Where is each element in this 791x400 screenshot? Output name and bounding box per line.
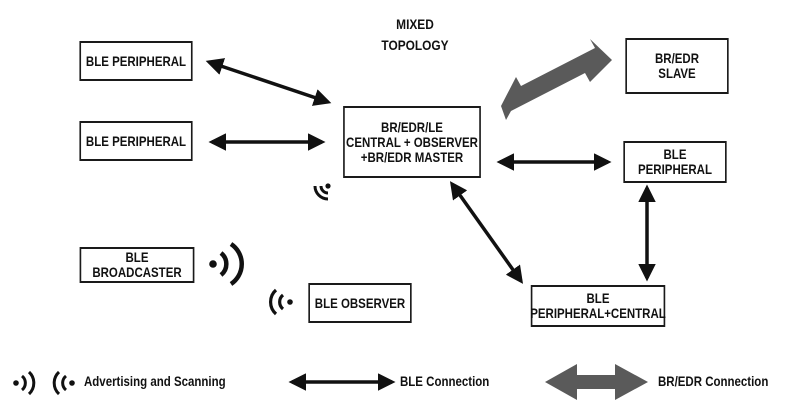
legend-scanning-icon: [52, 370, 75, 396]
node-ble-peripheral-mid: BLE PERIPHERAL: [79, 121, 193, 161]
node-central-observer-master: BR/EDR/LE CENTRAL + OBSERVER +BR/EDR MAS…: [343, 106, 481, 178]
legend-ble-connection-label: BLE Connection: [400, 373, 490, 389]
node-label-line-3: +BR/EDR MASTER: [360, 148, 464, 165]
legend-advertising-label: Advertising and Scanning: [84, 373, 226, 389]
scanning-signal-icon: [269, 288, 293, 316]
legend-broadcast-icon: [13, 370, 36, 396]
node-ble-peripheral-right: BLE PERIPHERAL: [623, 141, 727, 183]
diagram-title: MIXED TOPOLOGY: [364, 14, 466, 56]
node-label: BLE BROADCASTER: [92, 249, 182, 280]
node-label-line-2: PERIPHERAL+CENTRAL: [530, 305, 666, 321]
node-ble-observer: BLE OBSERVER: [308, 283, 412, 323]
node-ble-peripheral-top: BLE PERIPHERAL: [79, 41, 193, 81]
ble-connection-central-peripheral-central: [449, 181, 524, 284]
node-ble-broadcaster: BLE BROADCASTER: [79, 247, 195, 283]
legend-br-edr-connection-arrow: [545, 364, 648, 400]
node-label-line-1: BR/EDR: [654, 50, 699, 66]
ble-connection-peripheral-top-central: [205, 58, 332, 106]
scanning-signal-icon: [313, 183, 331, 201]
br-edr-connection-central-slave: [501, 39, 612, 120]
node-br-edr-slave: BR/EDR SLAVE: [625, 38, 729, 94]
title-line-2: TOPOLOGY: [381, 37, 449, 53]
broadcast-signal-icon: [209, 242, 244, 286]
node-label-line-1: BR/EDR/LE: [381, 118, 443, 135]
node-label: BLE PERIPHERAL: [637, 146, 712, 177]
node-ble-peripheral-central: BLE PERIPHERAL+CENTRAL: [530, 285, 666, 327]
node-label-line-2: SLAVE: [658, 65, 696, 81]
node-label-line-2: CENTRAL + OBSERVER: [346, 133, 478, 150]
node-label-line-1: BLE: [586, 290, 610, 306]
legend-br-edr-connection-label: BR/EDR Connection: [658, 373, 769, 389]
node-label: BLE PERIPHERAL: [85, 132, 187, 149]
node-label: BLE PERIPHERAL: [85, 52, 187, 69]
node-label: BLE OBSERVER: [314, 294, 406, 311]
title-line-1: MIXED: [396, 16, 434, 32]
